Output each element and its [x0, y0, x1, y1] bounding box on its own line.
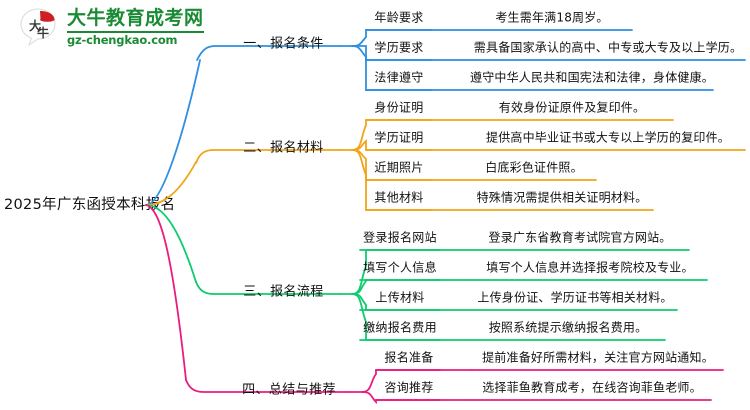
- svg-text:牛: 牛: [37, 25, 49, 40]
- node-detail-4-2[interactable]: 选择菲鱼教育成考，在线咨询菲鱼老师。: [482, 380, 702, 395]
- node-detail-3-3[interactable]: 上传身份证、学历证书等相关材料。: [477, 290, 673, 305]
- node-label-2-4[interactable]: 其他材料: [374, 190, 424, 205]
- node-label-1-3[interactable]: 法律遵守: [374, 70, 424, 85]
- branch-label-2[interactable]: 二、报名材料: [243, 140, 324, 156]
- branch-label-3[interactable]: 三、报名流程: [243, 284, 324, 300]
- branch-label-4[interactable]: 四、总结与推荐: [242, 382, 336, 398]
- node-label-1-2[interactable]: 学历要求: [374, 40, 424, 55]
- node-detail-2-4[interactable]: 特殊情况需提供相关证明材料。: [476, 190, 648, 205]
- node-detail-1-3[interactable]: 遵守中华人民共和国宪法和法律，身体健康。: [469, 70, 715, 85]
- node-detail-2-1[interactable]: 有效身份证原件及复印件。: [498, 100, 646, 115]
- node-label-2-3[interactable]: 近期照片: [374, 160, 424, 175]
- node-detail-3-2[interactable]: 填写个人信息并选择报考院校及专业。: [486, 260, 694, 275]
- node-label-4-1[interactable]: 报名准备: [384, 350, 434, 365]
- site-logo: 大 牛 大牛教育成考网 gz-chengkao.com: [18, 8, 204, 48]
- svg-text:大: 大: [29, 18, 41, 33]
- daniu-bull-logo-icon: 大 牛: [18, 8, 60, 48]
- node-label-3-2[interactable]: 填写个人信息: [363, 260, 437, 275]
- node-detail-4-1[interactable]: 提前准备好所需材料，关注官方网站通知。: [482, 350, 714, 365]
- node-label-3-3[interactable]: 上传材料: [375, 290, 425, 305]
- mindmap-root-node[interactable]: 2025年广东函授本科报名: [4, 197, 176, 213]
- node-detail-1-2[interactable]: 需具备国家承认的高中、中专或大专及以上学历。: [473, 40, 743, 55]
- node-label-2-1[interactable]: 身份证明: [374, 100, 424, 115]
- node-detail-3-1[interactable]: 登录广东省教育考试院官方网站。: [488, 230, 672, 245]
- node-detail-2-3[interactable]: 白底彩色证件照。: [485, 160, 583, 175]
- node-label-3-4[interactable]: 缴纳报名费用: [363, 320, 437, 335]
- node-label-2-2[interactable]: 学历证明: [374, 130, 424, 145]
- logo-subtitle: gz-chengkao.com: [67, 31, 204, 47]
- logo-title: 大牛教育成考网: [67, 7, 204, 30]
- node-label-3-1[interactable]: 登录报名网站: [363, 230, 437, 245]
- node-detail-1-1[interactable]: 考生需年满18周岁。: [495, 10, 609, 25]
- node-label-4-2[interactable]: 咨询推荐: [384, 380, 434, 395]
- node-detail-3-4[interactable]: 按照系统提示缴纳报名费用。: [488, 320, 648, 335]
- node-label-1-1[interactable]: 年龄要求: [374, 10, 424, 25]
- node-detail-2-2[interactable]: 提供高中毕业证书或大专以上学历的复印件。: [485, 130, 731, 145]
- branch-label-1[interactable]: 一、报名条件: [243, 36, 324, 52]
